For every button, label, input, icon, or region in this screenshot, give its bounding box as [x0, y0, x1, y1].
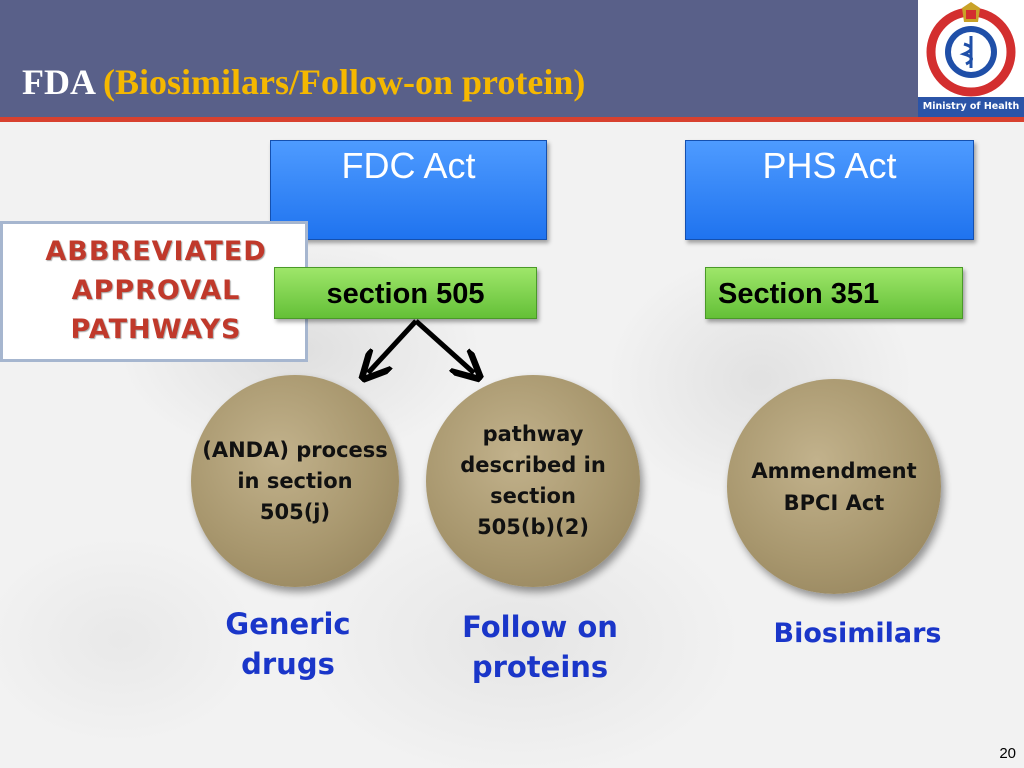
abbreviated-line-2: APPROVAL	[71, 275, 241, 306]
biosimilars-caption: Biosimilars	[773, 618, 942, 649]
anda-process-text: (ANDA) process in section 505(j)	[202, 437, 388, 524]
bpci-act-text: Ammendment BPCI Act	[751, 458, 917, 515]
section-505-label: section 505	[326, 278, 485, 310]
follow-on-proteins-caption: Follow on proteins	[462, 610, 618, 684]
ministry-of-health-label: Ministry of Health	[918, 97, 1024, 117]
title-subtitle: (Biosimilars/Follow-on protein)	[103, 62, 586, 102]
abbreviated-line-3: PATHWAYS	[70, 314, 242, 345]
abbreviated-line-1: ABBREVIATED	[45, 236, 267, 267]
abbreviated-pathways-label: ABBREVIATED APPROVAL PATHWAYS	[28, 232, 284, 349]
phs-act-label: PHS Act	[762, 145, 897, 186]
egyptian-drug-authority-logo	[926, 2, 1016, 97]
branch-arrows	[350, 319, 490, 385]
pathway-505b2-circle: pathway described in section 505(b)(2)	[426, 375, 640, 587]
fdc-act-box: FDC Act	[270, 140, 547, 240]
title-main: FDA	[22, 62, 103, 102]
page-number: 20	[999, 745, 1016, 762]
section-351-label: Section 351	[718, 278, 880, 310]
logo	[918, 0, 1024, 117]
generic-drugs-caption: Generic drugs	[225, 607, 351, 681]
section-351-box: Section 351	[705, 267, 963, 319]
phs-act-box: PHS Act	[685, 140, 974, 240]
section-505-box: section 505	[274, 267, 537, 319]
header-divider	[0, 117, 1024, 122]
slide-title: FDA (Biosimilars/Follow-on protein)	[22, 58, 585, 106]
anda-process-circle: (ANDA) process in section 505(j)	[191, 375, 399, 587]
arrow-left	[368, 319, 418, 373]
pathway-505b2-text: pathway described in section 505(b)(2)	[460, 422, 606, 539]
arrow-right	[414, 319, 474, 373]
bpci-act-circle: Ammendment BPCI Act	[727, 379, 941, 594]
fdc-act-label: FDC Act	[341, 145, 476, 186]
header-bar	[0, 0, 918, 117]
